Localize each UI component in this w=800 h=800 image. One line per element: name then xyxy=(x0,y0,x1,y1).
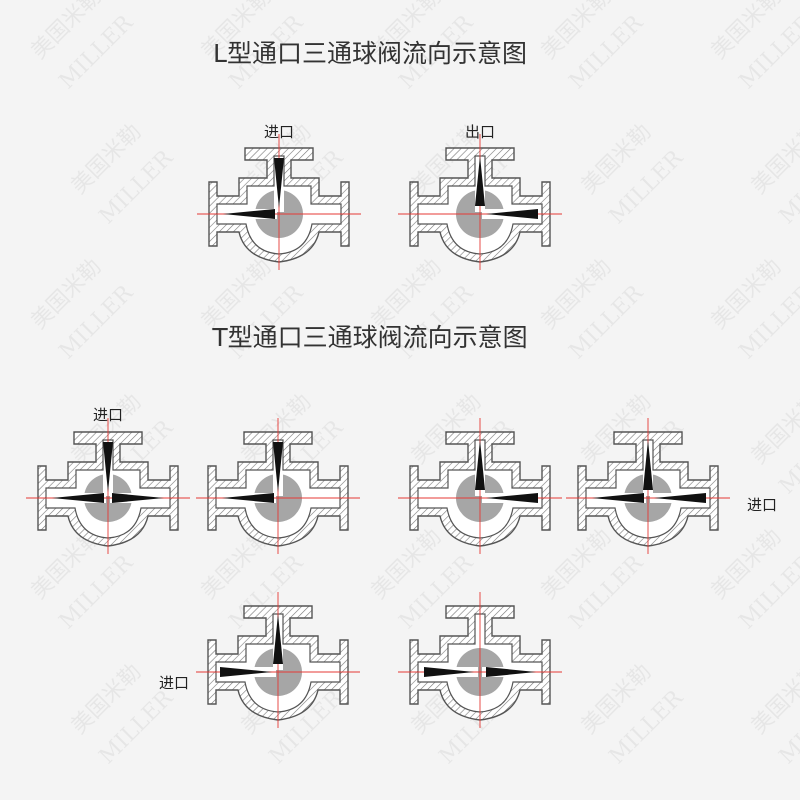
watermark-text: 美国米勒 xyxy=(747,659,800,739)
flow-arrow xyxy=(112,493,164,503)
flow-arrow xyxy=(475,156,485,206)
t1-inlet-label: 进口 xyxy=(93,406,123,424)
flow-arrow xyxy=(654,493,706,503)
flow-arrow xyxy=(592,493,644,503)
valve-T2 xyxy=(196,418,360,554)
flow-arrow xyxy=(486,493,538,503)
flow-arrow xyxy=(222,493,274,503)
flow-arrow xyxy=(273,614,283,664)
l-type-title: L型通口三通球阀流向示意图 xyxy=(213,39,527,68)
l2-outlet-label: 出口 xyxy=(465,123,495,141)
flow-arrow xyxy=(220,667,272,677)
valve-T4 xyxy=(566,418,730,554)
flow-arrow xyxy=(273,442,283,492)
flow-arrow xyxy=(223,209,275,219)
flow-arrow xyxy=(475,440,485,490)
valve-T1 xyxy=(26,418,190,554)
l1-inlet-label: 进口 xyxy=(264,123,294,141)
flow-arrow xyxy=(486,209,538,219)
valve-T5 xyxy=(196,592,360,728)
flow-arrow xyxy=(103,442,113,492)
flow-arrow xyxy=(486,667,536,677)
t-type-title: T型通口三通球阀流向示意图 xyxy=(211,323,527,352)
t5-inlet-label: 进口 xyxy=(159,674,189,692)
flow-arrow xyxy=(274,158,284,208)
valve-L1 xyxy=(197,134,361,270)
valve-T3 xyxy=(398,418,562,554)
valve-L2 xyxy=(398,134,562,270)
valve-T6 xyxy=(398,592,562,728)
watermark-text: 美国米勒 xyxy=(747,119,800,199)
flow-arrow xyxy=(424,667,474,677)
flow-arrow xyxy=(643,440,653,490)
t4-inlet-label: 进口 xyxy=(747,496,777,514)
watermark-text: 美国米勒 xyxy=(747,389,800,469)
flow-arrow xyxy=(52,493,104,503)
